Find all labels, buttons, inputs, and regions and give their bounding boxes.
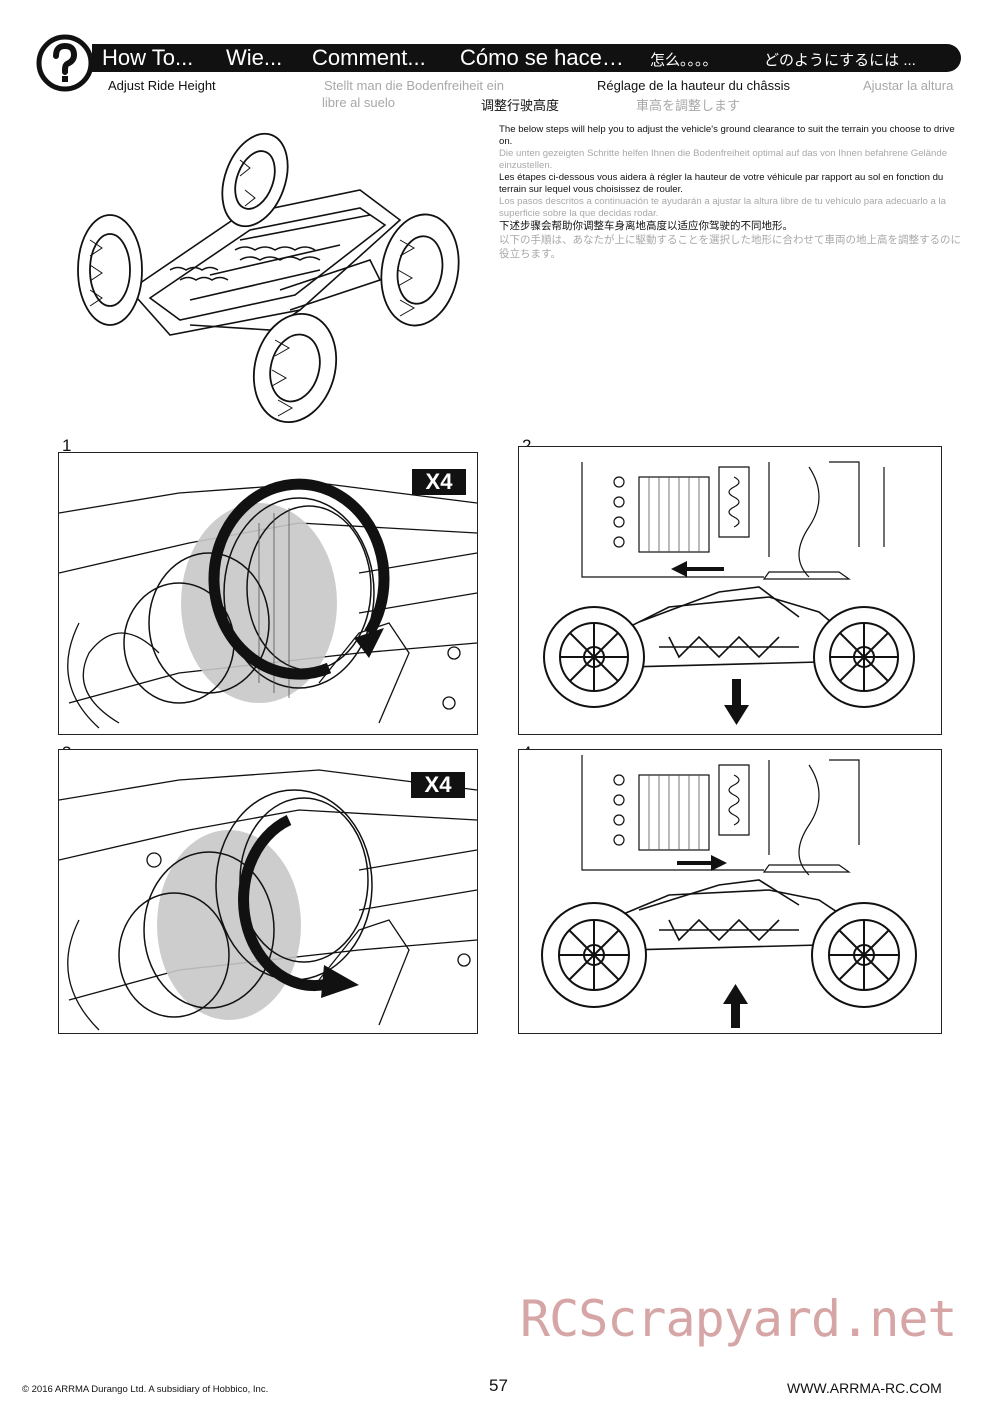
subtitle-de: Stellt man die Bodenfreiheit ein <box>324 78 504 93</box>
step-3: 3 X4 <box>58 737 478 1034</box>
intro-text: The below steps will help you to adjust … <box>499 124 964 261</box>
step-4-illustration-panel <box>518 749 942 1034</box>
website-url: WWW.ARRMA-RC.COM <box>787 1380 942 1396</box>
subtitle-fr: Réglage de la hauteur du châssis <box>597 78 790 93</box>
repeat-x4-badge: X4 <box>412 469 466 495</box>
title-bar: How To... Wie... Comment... Cómo se hace… <box>92 44 961 72</box>
step-3-illustration-panel: X4 <box>58 749 478 1034</box>
help-question-icon <box>36 34 94 92</box>
title-fr: Comment... <box>312 45 426 70</box>
title-ja: どのようにするには ... <box>764 52 916 69</box>
page-number: 57 <box>489 1376 508 1395</box>
intro-de: Die unten gezeigten Schritte helfen Ihne… <box>499 148 948 171</box>
watermark: RCScrapyard.net <box>520 1290 958 1348</box>
subtitle-ja: 車高を調整します <box>636 98 741 113</box>
subtitle-es-cont: libre al suelo <box>322 95 395 110</box>
intro-ja: 以下の手順は、あなたが上に駆動することを選択した地形に合わせて車両の地上高を調整… <box>499 234 961 260</box>
subtitle-en: Adjust Ride Height <box>108 78 216 93</box>
repeat-x4-badge: X4 <box>411 772 465 798</box>
step-2: 2 <box>518 434 942 735</box>
subtitle-zh: 调整行驶高度 <box>481 98 560 113</box>
title-es: Cómo se hace… <box>460 45 624 70</box>
subtitle-es: Ajustar la altura <box>863 78 954 93</box>
truck-overview-illustration <box>77 132 460 424</box>
step-1: 1 <box>58 434 478 735</box>
title-de: Wie... <box>226 45 283 70</box>
intro-fr: Les étapes ci-dessous vous aidera à régl… <box>499 172 944 195</box>
intro-zh: 下述步骤会帮助你调整车身离地高度以适应你驾驶的不同地形。 <box>499 220 793 232</box>
step-4: 4 <box>518 737 942 1034</box>
intro-es: Los pasos descritos a continuación te ay… <box>499 196 946 219</box>
step-2-illustration-panel <box>518 446 942 735</box>
copyright: © 2016 ARRMA Durango Ltd. A subsidiary o… <box>22 1384 269 1395</box>
step-number: 1 <box>58 436 76 456</box>
title-en: How To... <box>102 45 194 70</box>
title-zh: 怎么。。。。 <box>650 52 718 69</box>
intro-en: The below steps will help you to adjust … <box>499 124 955 147</box>
step-1-illustration-panel: X4 <box>58 452 478 735</box>
